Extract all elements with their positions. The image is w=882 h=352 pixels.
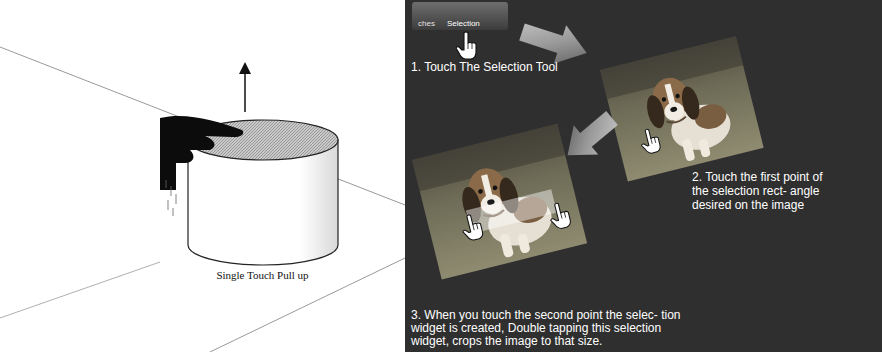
label-box: 1. Touch The Selection Tool: [411, 60, 621, 74]
label-box: 3. When you touch the second point the s…: [411, 309, 696, 348]
toolbar-panel: ches Selection: [412, 2, 508, 30]
figure-caption: Single Touch Pull up: [190, 269, 335, 281]
step-text: 2. Touch the first point of the selectio…: [692, 170, 832, 212]
tool-label: ches: [418, 19, 435, 28]
right-panel: [405, 0, 882, 352]
label-box: Single Touch Pull up: [190, 269, 335, 281]
step-text: 3. When you touch the second point the s…: [411, 309, 696, 348]
tool-label: Selection: [447, 19, 480, 28]
label-box: 2. Touch the first point of the selectio…: [692, 170, 832, 212]
left-figure: [0, 47, 405, 352]
step-text: 1. Touch The Selection Tool: [411, 60, 621, 74]
